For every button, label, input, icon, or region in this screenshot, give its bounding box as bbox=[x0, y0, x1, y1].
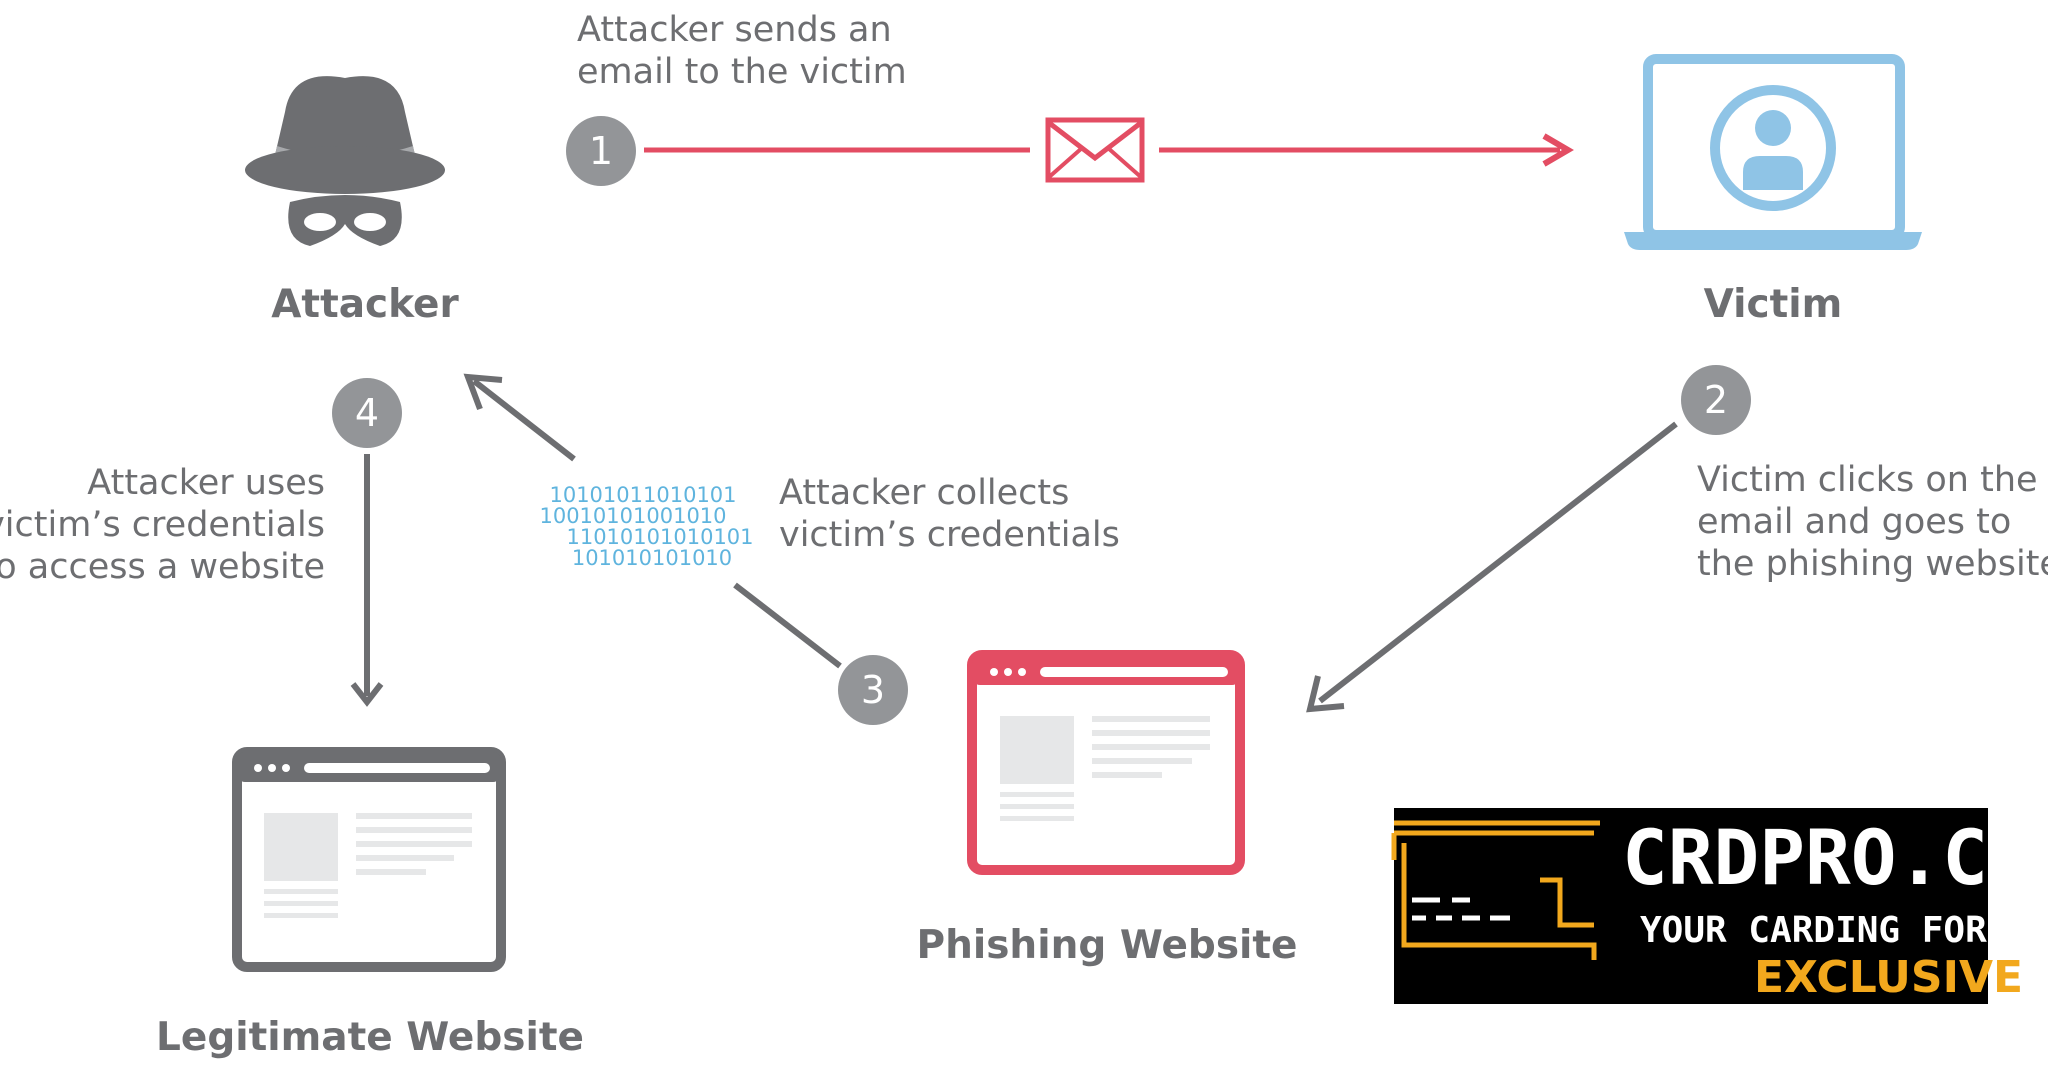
victim-title: Victim bbox=[1704, 282, 1843, 327]
step-2-text-line: email and goes to bbox=[1697, 502, 2011, 542]
step-4-badge bbox=[332, 378, 402, 448]
phishing-website-title: Phishing Website bbox=[917, 923, 1298, 968]
logo-badge: EXCLUSIVE bbox=[1754, 952, 2023, 1003]
legitimate-website-title: Legitimate Website bbox=[156, 1015, 584, 1060]
binary-data-line: 10101011010101 bbox=[549, 483, 736, 507]
step-4-number: 4 bbox=[355, 391, 379, 435]
step-4-text-line: to access a website bbox=[0, 547, 325, 587]
step-1-text-line: email to the victim bbox=[577, 52, 907, 92]
step-3-number: 3 bbox=[861, 668, 885, 712]
access-arrow-head bbox=[350, 682, 384, 707]
step-3-text-line: victim’s credentials bbox=[779, 515, 1120, 555]
spy-hat-icon bbox=[245, 76, 445, 246]
binary-data-line: 101010101010 bbox=[572, 546, 732, 570]
binary-data-line: 11010101010101 bbox=[566, 525, 753, 549]
email-arrow-head bbox=[1542, 133, 1574, 167]
browser-window-icon bbox=[967, 650, 1245, 875]
step-3-badge bbox=[838, 655, 908, 725]
logo-name: CRDPRO.CC bbox=[1622, 813, 2034, 902]
step-1-badge bbox=[566, 116, 636, 186]
step-1-text-line: Attacker sends an bbox=[577, 10, 892, 50]
step-2-text-line: Victim clicks on the bbox=[1697, 460, 2038, 500]
collect-arrow-line bbox=[733, 582, 842, 669]
envelope-icon bbox=[1045, 117, 1145, 183]
binary-data-line: 10010101001010 bbox=[539, 504, 726, 528]
collect-arrow-head bbox=[463, 373, 503, 411]
step-1-number: 1 bbox=[589, 129, 613, 173]
crdpro-logo: CRDPRO.CC YOUR CARDING FORUM EXCLUSIVE bbox=[1391, 808, 2034, 1004]
step-2-text-line: the phishing website bbox=[1697, 544, 2048, 584]
visit-arrow-line bbox=[1318, 421, 1678, 704]
collect-arrow-line bbox=[472, 378, 576, 462]
visit-arrow-head bbox=[1306, 675, 1345, 713]
laptop-user-icon bbox=[1624, 54, 1922, 250]
attacker-title: Attacker bbox=[271, 282, 459, 327]
step-2-number: 2 bbox=[1704, 378, 1728, 422]
logo-tagline: YOUR CARDING FORUM bbox=[1640, 910, 2030, 951]
step-4-text-line: Attacker uses bbox=[87, 463, 325, 503]
step-2-badge bbox=[1681, 365, 1751, 435]
browser-window-icon bbox=[232, 747, 506, 972]
step-4-text-line: victim’s credentials bbox=[0, 505, 325, 545]
step-3-text-line: Attacker collects bbox=[779, 473, 1069, 513]
